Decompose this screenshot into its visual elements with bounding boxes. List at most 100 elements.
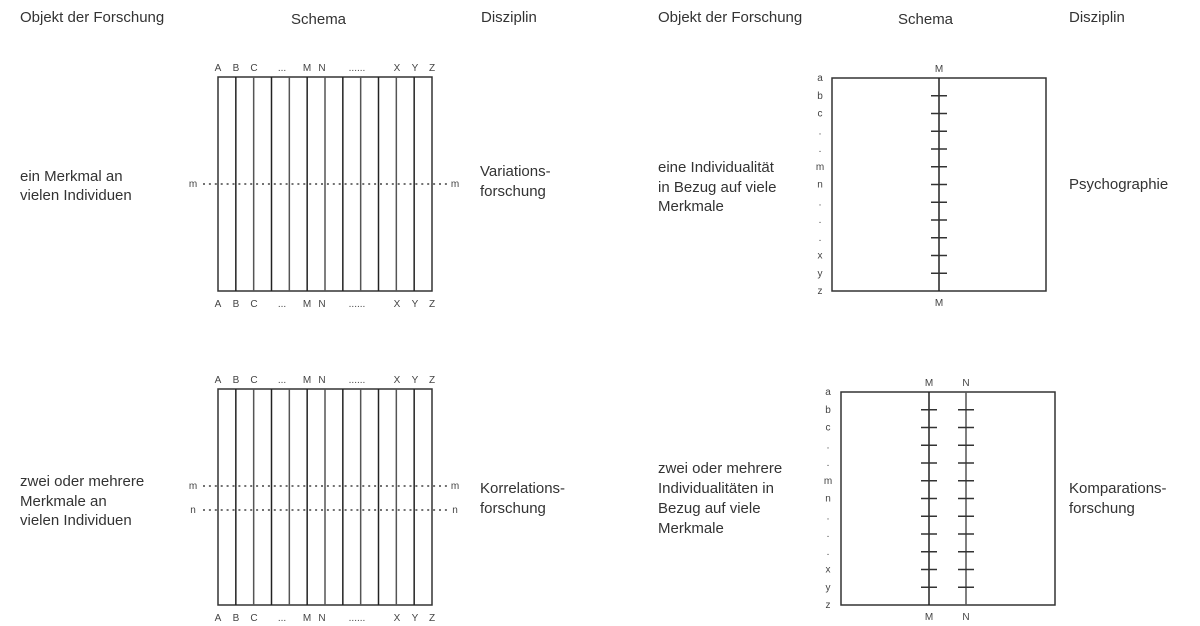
variation-column-label-bottom: B (233, 299, 240, 310)
variation-column-label-bottom: M (303, 299, 311, 310)
variation-column-label-top: Z (429, 63, 435, 74)
comparison-trait-row-label: . (827, 440, 830, 451)
header-schema-right: Schema (898, 11, 954, 28)
comparison-trait-row-label: . (827, 547, 830, 558)
correlation-object-line: Merkmale an (20, 493, 107, 510)
correlation-trait-label-left: n (190, 505, 196, 516)
correlation-column-label-bottom: X (394, 613, 401, 624)
variation-discipline-line: Variations- (480, 163, 551, 180)
variation-trait-label-right: m (451, 179, 459, 190)
correlation-column-label-top: B (233, 375, 240, 386)
correlation-column-label-top: Y (412, 375, 419, 386)
variation-column-label-bottom: ... (278, 299, 286, 310)
psychography-discipline-line: Psychographie (1069, 176, 1168, 193)
psychography-trait-row-label: . (819, 233, 822, 244)
correlation-object-line: zwei oder mehrere (20, 473, 144, 490)
comparison-trait-row-label: y (826, 582, 831, 593)
correlation-column-label-bottom: A (215, 613, 222, 624)
psychography-individual-label-bottom: M (935, 298, 943, 309)
correlation-column-label-top: N (318, 375, 325, 386)
variation-column-label-bottom: A (215, 299, 222, 310)
psychography-trait-row-label: b (817, 91, 823, 102)
psychography-trait-row-label: . (819, 144, 822, 155)
correlation-trait-label-right: m (451, 481, 459, 492)
variation-column-label-bottom: Y (412, 299, 419, 310)
variation-column-label-top: M (303, 63, 311, 74)
variation-column-label-bottom: C (250, 299, 257, 310)
variation-column-label-bottom: ...... (349, 299, 366, 310)
correlation-column-label-top: C (250, 375, 257, 386)
comparison-trait-row-label: n (825, 494, 831, 505)
psychography-trait-row-label: . (819, 197, 822, 208)
psychography-trait-row-label: c (818, 109, 823, 120)
comparison-trait-row-label: . (827, 529, 830, 540)
correlation-column-label-top: A (215, 375, 222, 386)
correlation-trait-label-right: n (452, 505, 458, 516)
comparison-trait-row-label: b (825, 405, 831, 416)
comparison-individual-label-top: M (925, 378, 933, 389)
correlation-column-label-bottom: ...... (349, 613, 366, 624)
variation-column-label-top: N (318, 63, 325, 74)
correlation-object-line: vielen Individuen (20, 512, 132, 529)
comparison-object-line: zwei oder mehrere (658, 460, 782, 477)
variation-column-label-top: A (215, 63, 222, 74)
header-object-right: Objekt der Forschung (658, 9, 802, 26)
variation-column-label-top: C (250, 63, 257, 74)
variation-column-label-top: B (233, 63, 240, 74)
correlation-trait-label-left: m (189, 481, 197, 492)
correlation-discipline-line: forschung (480, 500, 546, 517)
psychography-individual-label-top: M (935, 64, 943, 75)
psychography-trait-row-label: y (818, 268, 823, 279)
comparison-trait-row-label: z (826, 600, 831, 611)
psychography-object-line: eine Individualität (658, 159, 775, 176)
header-schema-left: Schema (291, 11, 347, 28)
psychography-object-line: in Bezug auf viele (658, 179, 776, 196)
variation-column-label-top: X (394, 63, 401, 74)
variation-column-label-top: ... (278, 63, 286, 74)
correlation-column-label-bottom: Y (412, 613, 419, 624)
comparison-discipline-line: forschung (1069, 500, 1135, 517)
comparison-trait-row-label: x (826, 565, 831, 576)
variation-column-label-bottom: X (394, 299, 401, 310)
correlation-discipline-line: Korrelations- (480, 480, 565, 497)
variation-discipline-line: forschung (480, 183, 546, 200)
comparison-trait-row-label: . (827, 511, 830, 522)
header-discipline-left: Disziplin (481, 9, 537, 26)
correlation-column-label-bottom: M (303, 613, 311, 624)
comparison-discipline-line: Komparations- (1069, 480, 1167, 497)
psychography-trait-row-label: x (818, 251, 823, 262)
comparison-trait-row-label: m (824, 476, 832, 487)
variation-column-label-bottom: Z (429, 299, 435, 310)
variation-object-line: vielen Individuen (20, 187, 132, 204)
correlation-column-label-top: Z (429, 375, 435, 386)
comparison-individual-label-bottom: M (925, 612, 933, 623)
variation-column-label-top: ...... (349, 63, 366, 74)
psychography-trait-row-label: m (816, 162, 824, 173)
variation-column-label-top: Y (412, 63, 419, 74)
psychography-trait-row-label: . (819, 215, 822, 226)
correlation-column-label-bottom: C (250, 613, 257, 624)
correlation-column-label-top: X (394, 375, 401, 386)
comparison-object-line: Merkmale (658, 520, 724, 537)
correlation-column-label-top: ... (278, 375, 286, 386)
psychography-trait-row-label: . (819, 126, 822, 137)
psychography-object-line: Merkmale (658, 198, 724, 215)
comparison-object-line: Bezug auf viele (658, 500, 761, 517)
comparison-individual-label-top: N (962, 378, 969, 389)
psychography-trait-row-label: z (818, 286, 823, 297)
correlation-column-label-top: ...... (349, 375, 366, 386)
header-object-left: Objekt der Forschung (20, 9, 164, 26)
psychography-trait-row-label: a (817, 73, 823, 84)
comparison-individual-label-bottom: N (962, 612, 969, 623)
correlation-column-label-bottom: N (318, 613, 325, 624)
comparison-trait-row-label: a (825, 387, 831, 398)
psychography-trait-row-label: n (817, 180, 823, 191)
comparison-schema-box (840, 391, 1056, 606)
correlation-column-label-bottom: B (233, 613, 240, 624)
correlation-column-label-top: M (303, 375, 311, 386)
variation-column-label-bottom: N (318, 299, 325, 310)
comparison-object-line: Individualitäten in (658, 480, 774, 497)
comparison-trait-row-label: . (827, 458, 830, 469)
variation-object-line: ein Merkmal an (20, 168, 123, 185)
